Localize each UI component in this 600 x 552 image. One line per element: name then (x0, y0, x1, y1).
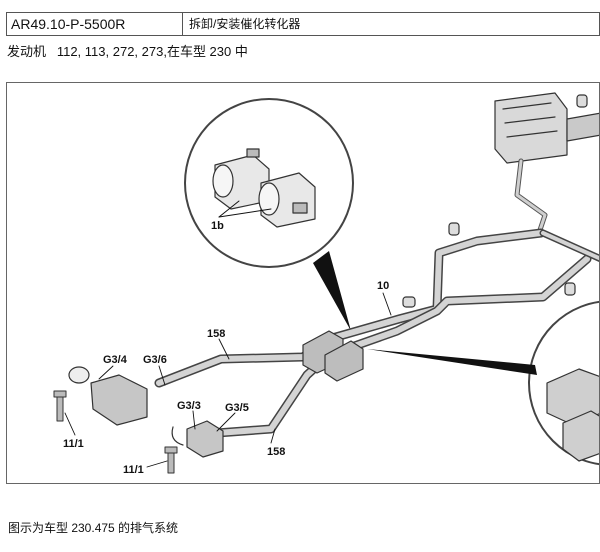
detail-pointer (313, 251, 351, 331)
label-sensor-g3-3: G3/3 (177, 400, 201, 412)
label-pipe-158-upper: 158 (207, 328, 225, 340)
exhaust-diagram: 1b 10 158 158 G3/4 G3/6 G3/3 G3/5 11/1 1… (53, 92, 599, 476)
label-bolt-11-1-right: 11/1 (123, 464, 144, 476)
detail-pointer-right (367, 349, 537, 375)
exhaust-pipes (154, 228, 599, 438)
label-sensor-g3-4: G3/4 (103, 354, 128, 366)
label-pipe-158-lower: 158 (267, 446, 285, 458)
applicability-line: 发动机 112, 113, 272, 273,在车型 230 中 (7, 44, 248, 59)
center-catalytic-converters (302, 330, 364, 382)
pipe-hangers (402, 94, 588, 308)
label-sensor-g3-6: G3/6 (143, 354, 167, 366)
left-catalytic-converter (68, 366, 148, 426)
exhaust-system-figure: 1b 10 158 158 G3/4 G3/6 G3/3 G3/5 11/1 1… (6, 82, 600, 484)
rear-muffler-drawing (494, 92, 599, 164)
label-sensor-g3-5: G3/5 (225, 402, 249, 414)
document-header-table: AR49.10-P-5500R 拆卸/安装催化转化器 (6, 12, 600, 36)
label-pipe-10: 10 (377, 280, 389, 292)
document-code: AR49.10-P-5500R (7, 13, 183, 35)
bolt-left (53, 390, 67, 422)
label-detail-1b: 1b (211, 220, 224, 232)
figure-caption: 图示为车型 230.475 的排气系统 (8, 521, 179, 535)
clamp-sleeve-drawing (212, 148, 316, 228)
document-title: 拆卸/安装催化转化器 (189, 17, 301, 31)
bolt-right (164, 446, 178, 474)
label-bolt-11-1-left: 11/1 (63, 438, 84, 450)
right-catalytic-converter (171, 420, 224, 458)
